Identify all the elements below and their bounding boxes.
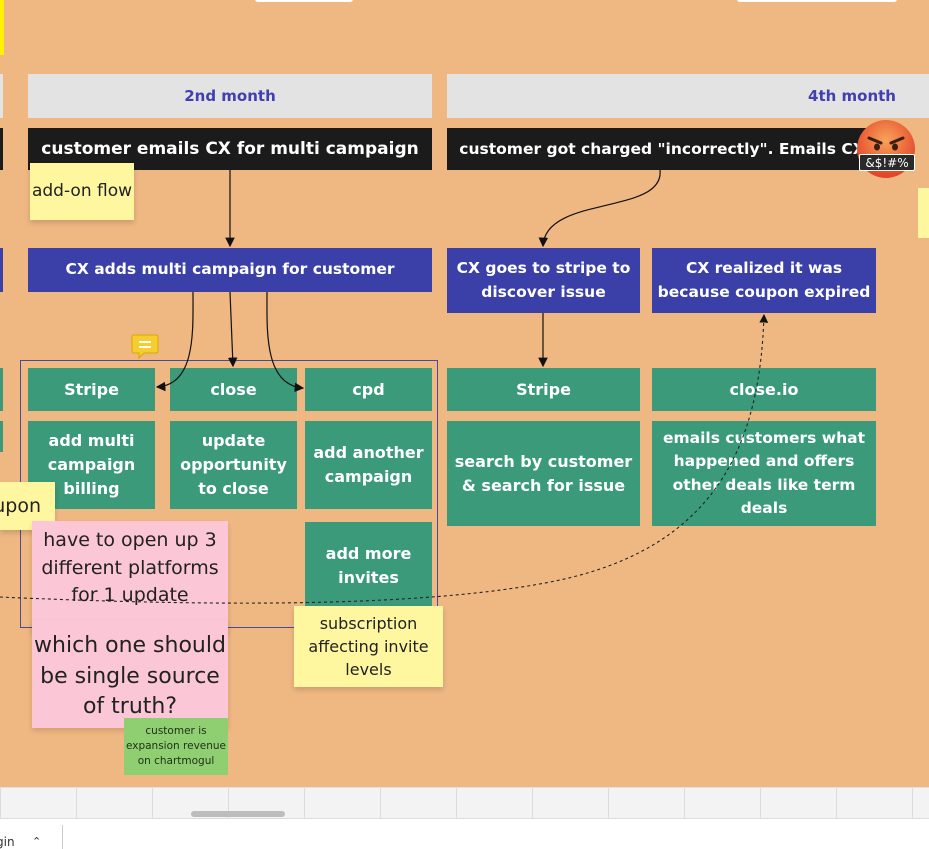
blue-card-edge — [0, 248, 3, 292]
sticky-subscription-invite-levels[interactable]: subscription affecting invite levels — [294, 606, 443, 687]
card-task-update-opportunity[interactable]: update opportunity to close — [170, 421, 297, 509]
month-header-4th[interactable]: 4th month — [447, 74, 929, 118]
card-tool-stripe[interactable]: Stripe — [28, 368, 155, 411]
bottom-toolbar: gin ⌃ — [0, 818, 929, 849]
chevron-up-icon[interactable]: ⌃ — [32, 835, 42, 848]
card-tool-cpd[interactable]: cpd — [305, 368, 432, 411]
horizontal-scrollbar[interactable] — [191, 811, 285, 817]
month-header-2nd[interactable]: 2nd month — [28, 74, 432, 118]
yellow-sticky-edge — [0, 0, 4, 55]
yellow-sticky-edge-right — [918, 188, 929, 238]
top-card-edge-right — [737, 0, 897, 2]
black-card-edge — [0, 128, 3, 170]
month-label-4th: 4th month — [808, 87, 896, 105]
card-tool-stripe-4th[interactable]: Stripe — [447, 368, 640, 411]
card-task-emails-customers[interactable]: emails customers what happened and offer… — [652, 421, 876, 526]
card-customer-charged-incorrectly[interactable]: customer got charged "incorrectly". Emai… — [447, 128, 877, 170]
card-tool-closeio[interactable]: close.io — [652, 368, 876, 411]
card-task-add-more-invites[interactable]: add more invites — [305, 522, 432, 610]
card-task-search-customer[interactable]: search by customer & search for issue — [447, 421, 640, 526]
sticky-addon-flow[interactable]: add-on flow — [30, 163, 134, 220]
card-tool-close[interactable]: close — [170, 368, 297, 411]
sticky-three-platforms[interactable]: have to open up 3 different platforms fo… — [32, 521, 228, 633]
comment-icon[interactable] — [131, 333, 159, 360]
bottom-grid-strip — [0, 787, 929, 819]
footer-partial-label: gin — [0, 835, 15, 849]
month-bar-edge — [0, 74, 3, 118]
connector-charged-to-stripe — [538, 169, 661, 248]
sticky-single-source-of-truth[interactable]: which one should be single source of tru… — [32, 620, 228, 728]
sticky-expansion-revenue[interactable]: customer is expansion revenue on chartmo… — [124, 718, 228, 775]
card-cx-adds-multi-campaign[interactable]: CX adds multi campaign for customer — [28, 248, 432, 292]
card-cx-realized-coupon-expired[interactable]: CX realized it was because coupon expire… — [652, 248, 876, 313]
whiteboard-canvas[interactable]: 2nd month 4th month customer emails CX f… — [0, 0, 929, 787]
emoji-badge: &$!#% — [859, 154, 915, 171]
footer-divider — [62, 825, 63, 849]
connector-adds-to-close — [227, 291, 238, 368]
card-task-add-another-campaign[interactable]: add another campaign — [305, 421, 432, 509]
green-card-edge-1 — [0, 368, 3, 411]
top-card-edge-left — [255, 0, 353, 2]
card-cx-goes-to-stripe[interactable]: CX goes to stripe to discover issue — [447, 248, 640, 313]
green-card-edge-2 — [0, 421, 3, 452]
month-label-2nd: 2nd month — [184, 87, 276, 105]
angry-face-icon[interactable]: &$!#% — [855, 118, 917, 180]
